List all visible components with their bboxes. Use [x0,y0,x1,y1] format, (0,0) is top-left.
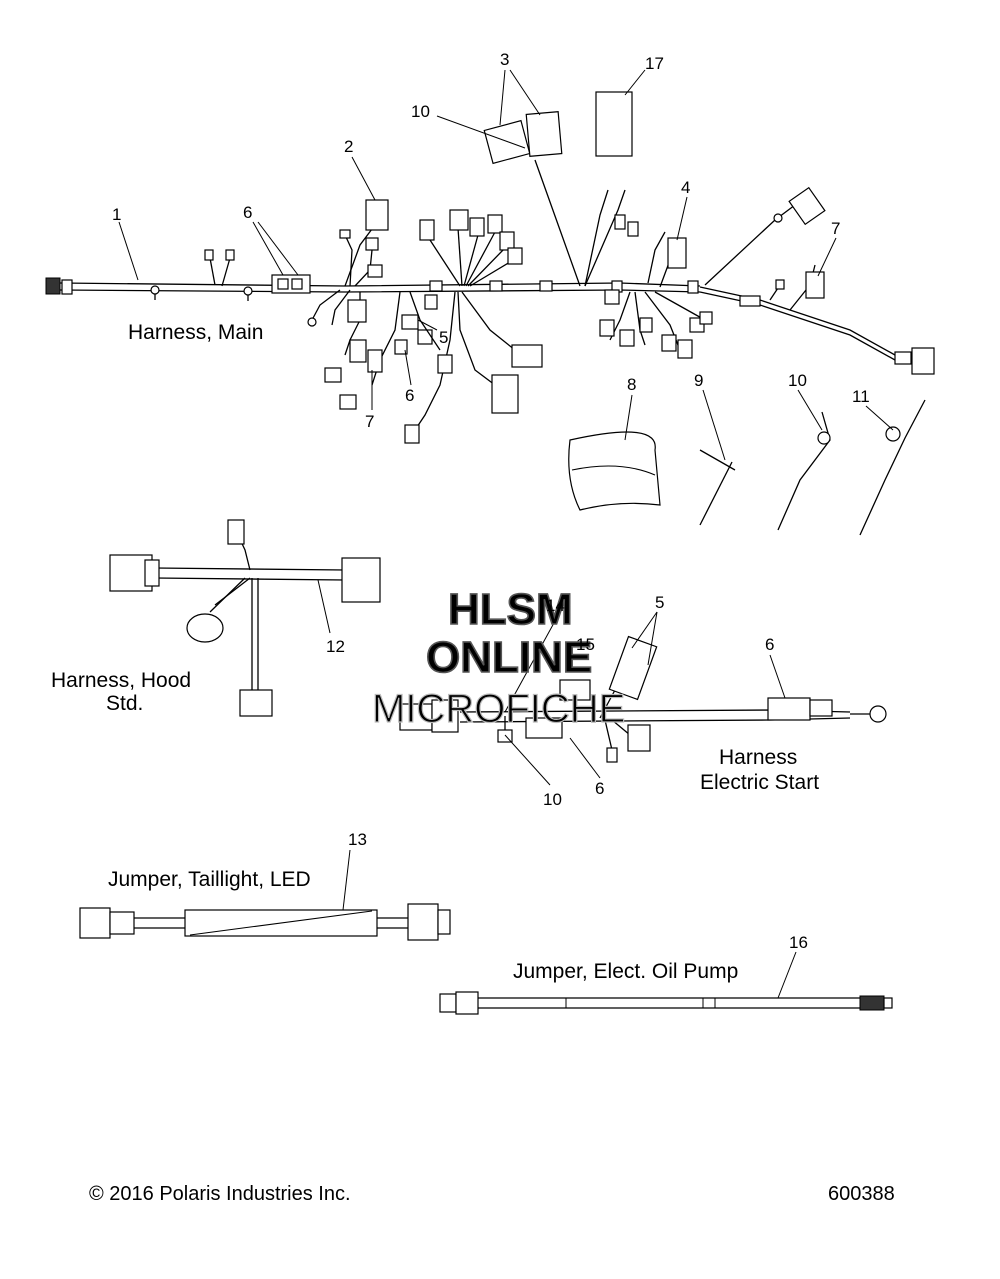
assembly-labels: Harness, Main Harness, Hood Std. Harness… [51,321,819,983]
callout-1: 1 [112,205,121,224]
callout-14: 14 [546,596,565,615]
callout-6-main-bottom: 6 [405,386,414,405]
callout-16: 16 [789,933,808,952]
figure-number: 600388 [828,1183,895,1205]
label-jumper-oil-pump: Jumper, Elect. Oil Pump [513,960,738,983]
loose-parts-drawing [568,399,926,536]
callout-10-main: 10 [411,102,430,121]
callout-6-es-top: 6 [765,635,774,654]
label-harness-es-line2: Electric Start [700,771,819,794]
callout-12: 12 [326,637,345,656]
footer: © 2016 Polaris Industries Inc. 600388 [89,1183,895,1205]
callout-10-loose: 10 [788,371,807,390]
label-harness-es-line1: Harness [719,746,797,769]
watermark-line-1: HLSM [448,585,573,634]
label-harness-main: Harness, Main [128,321,263,344]
callout-6-main-top: 6 [243,203,252,222]
leader-lines [118,69,894,999]
oil-pump-jumper-drawing [439,991,893,1015]
callout-5-main: 5 [439,328,448,347]
hood-harness-drawing [109,519,381,717]
callout-8: 8 [627,375,636,394]
watermark-line-3: MICROFICHE [372,687,625,731]
callout-7-main-right: 7 [831,219,840,238]
taillight-jumper-drawing [79,903,451,941]
watermark: HLSM ONLINE MICROFICHE [371,584,626,731]
copyright-text: © 2016 Polaris Industries Inc. [89,1183,351,1205]
callout-2: 2 [344,137,353,156]
label-harness-hood-line2: Std. [106,692,143,715]
callout-6-es-bottom: 6 [595,779,604,798]
electric-start-harness-drawing [399,635,887,763]
callout-11: 11 [852,387,870,406]
main-harness-drawing [45,91,935,444]
callout-3: 3 [500,50,509,69]
callout-4: 4 [681,178,690,197]
callout-7-main-left: 7 [365,412,374,431]
label-jumper-taillight: Jumper, Taillight, LED [108,868,311,891]
callout-numbers: 1 2 3 4 5 5 6 6 6 6 7 7 8 9 10 10 10 11 … [112,50,870,952]
label-harness-hood-line1: Harness, Hood [51,669,191,692]
callout-5-es: 5 [655,593,664,612]
watermark-line-2: ONLINE [426,633,592,682]
callout-10-es: 10 [543,790,562,809]
callout-17: 17 [645,54,664,73]
callout-9: 9 [694,371,703,390]
callout-13: 13 [348,830,367,849]
callout-15: 15 [576,635,595,654]
